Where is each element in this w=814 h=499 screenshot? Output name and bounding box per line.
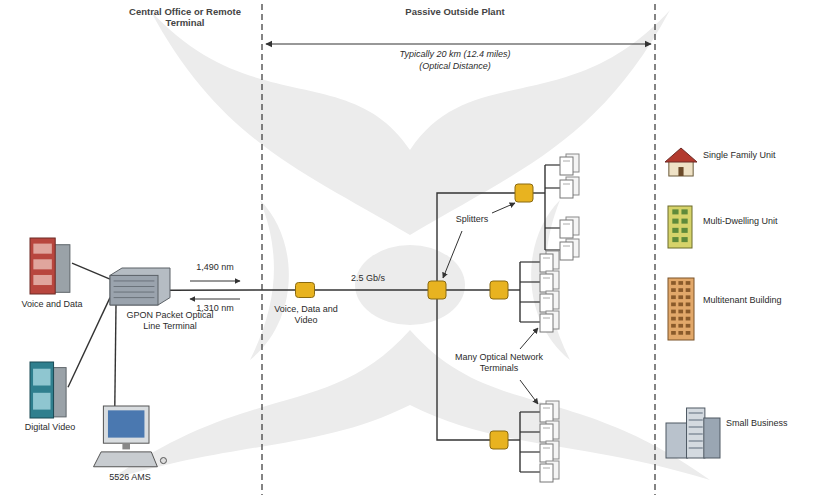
branch-fiber bbox=[520, 281, 540, 282]
branch-fiber bbox=[545, 164, 560, 165]
building-icon bbox=[668, 278, 694, 340]
node-label: Digital Video bbox=[10, 422, 90, 433]
callout-label: Many Optical Network Terminals bbox=[450, 352, 548, 374]
node-label: Voice, Data and Video bbox=[266, 304, 346, 326]
fiber-lines bbox=[315, 165, 545, 472]
server-icon-node: Voice and Data bbox=[10, 238, 94, 310]
management-workstation-node: 5526 AMS bbox=[86, 406, 174, 483]
building-icon-node: Multi-Dwelling Unit bbox=[668, 206, 785, 248]
label-anchor: Central Office or Remote Terminal bbox=[112, 6, 258, 29]
ont-unit bbox=[540, 271, 559, 292]
ont-unit bbox=[560, 239, 579, 260]
callout-label: Splitters bbox=[446, 214, 498, 225]
branch-fiber bbox=[520, 261, 540, 262]
label-anchor: 1,490 nm bbox=[184, 262, 246, 273]
label-anchor: Passive Outside Plant bbox=[398, 6, 512, 17]
branch-fiber bbox=[520, 451, 540, 452]
ont-unit bbox=[540, 291, 559, 312]
distance-note: Typically 20 km (12.4 miles) bbox=[330, 49, 580, 60]
node-label: Multi-Dwelling Unit bbox=[703, 216, 785, 227]
branch-fiber bbox=[545, 187, 560, 188]
region-heading: Passive Outside Plant bbox=[398, 6, 512, 17]
ont-unit bbox=[560, 154, 579, 175]
olt-device bbox=[110, 268, 170, 305]
leader-lines bbox=[443, 203, 538, 404]
branch-fiber bbox=[520, 471, 540, 472]
label-anchor: Many Optical Network Terminals bbox=[450, 352, 548, 374]
ont-unit bbox=[540, 311, 559, 332]
ont-branches bbox=[520, 165, 560, 472]
connector bbox=[115, 305, 116, 406]
node-label: 5526 AMS bbox=[86, 472, 174, 483]
building-icon-node: Single Family Unit bbox=[665, 148, 785, 176]
branch-fiber bbox=[520, 431, 540, 432]
ont-unit bbox=[540, 251, 559, 272]
video-server-icon bbox=[30, 362, 68, 418]
video-server-icon-node: Digital Video bbox=[10, 362, 90, 433]
region-divider bbox=[262, 4, 655, 495]
splitter-node: Voice, Data and Video bbox=[266, 282, 346, 326]
wavelength-label: 1,490 nm bbox=[184, 262, 246, 273]
ont-unit bbox=[560, 177, 579, 198]
node-label: Single Family Unit bbox=[703, 150, 785, 161]
branch-fiber bbox=[545, 249, 560, 250]
splitter bbox=[295, 282, 315, 298]
branch-fiber bbox=[520, 321, 540, 322]
ont-unit bbox=[540, 441, 559, 462]
branch-fiber bbox=[545, 227, 560, 228]
watermark bbox=[110, 10, 710, 480]
building-icon-node: Multitenant Building bbox=[668, 278, 785, 340]
node-label: GPON Packet Optical Line Terminal bbox=[122, 310, 218, 332]
distance-note: (Optical Distance) bbox=[330, 61, 580, 72]
ont-unit bbox=[540, 421, 559, 442]
label-anchor: Splitters bbox=[446, 214, 498, 225]
building-icon bbox=[668, 206, 692, 248]
optical-network-terminals bbox=[540, 154, 579, 482]
splitters bbox=[428, 184, 533, 449]
olt-device-node: GPON Packet Optical Line Terminal bbox=[110, 268, 218, 332]
ont-unit bbox=[540, 461, 559, 482]
distance-arrow bbox=[266, 43, 651, 44]
connector bbox=[170, 289, 295, 291]
server-icon bbox=[30, 238, 72, 294]
management-workstation bbox=[92, 406, 168, 468]
ont-unit bbox=[560, 217, 579, 238]
node-label: Multitenant Building bbox=[703, 295, 785, 306]
label-anchor: Typically 20 km (12.4 miles) bbox=[330, 49, 580, 60]
connector bbox=[72, 263, 110, 279]
node-label: Voice and Data bbox=[10, 299, 94, 310]
label-anchor: 1,310 nm bbox=[184, 303, 246, 314]
branch-fiber bbox=[520, 411, 540, 412]
branch-fiber bbox=[520, 301, 540, 302]
region-heading: Central Office or Remote Terminal bbox=[112, 6, 258, 29]
wavelength-label: 1,310 nm bbox=[184, 303, 246, 314]
building-icon bbox=[666, 408, 720, 458]
label-anchor: (Optical Distance) bbox=[330, 61, 580, 72]
rate-label: 2.5 Gb/s bbox=[332, 273, 404, 284]
downstream-arrow bbox=[190, 281, 240, 282]
building-icon bbox=[665, 148, 697, 176]
connector bbox=[68, 298, 110, 388]
building-icon-node: Small Business bbox=[666, 408, 800, 458]
label-anchor: 2.5 Gb/s bbox=[332, 273, 404, 284]
node-label: Small Business bbox=[726, 418, 800, 429]
ont-unit bbox=[540, 401, 559, 422]
upstream-arrow bbox=[190, 299, 240, 300]
